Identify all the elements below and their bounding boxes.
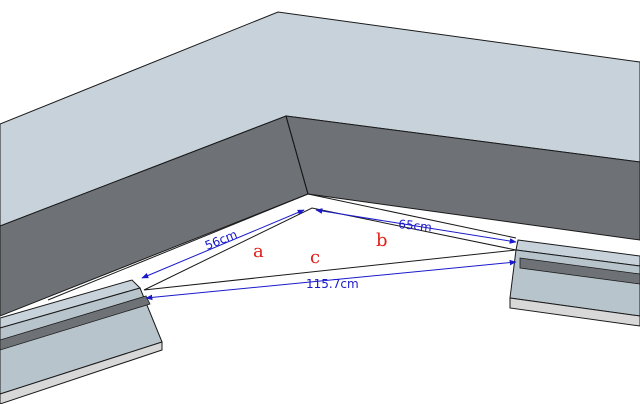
right-shelf-top: [515, 239, 640, 267]
dimension-line-c: [145, 259, 517, 301]
variable-label-b: b: [376, 230, 388, 251]
slab-corner-edge: [285, 115, 309, 195]
variable-label-c: c: [310, 247, 320, 268]
right-shelf-groove: [519, 257, 640, 285]
variable-label-a: a: [253, 241, 264, 262]
left-shelf-groove: [0, 295, 151, 351]
right-shelf-bottom: [509, 297, 640, 327]
left-shelf-bottom: [0, 341, 163, 404]
upper-slab-top-face: [0, 11, 640, 227]
dimension-label-b: 65cm: [398, 217, 433, 234]
dimension-line-b: [315, 208, 517, 244]
dimension-label-c: 115.7cm: [306, 277, 359, 291]
